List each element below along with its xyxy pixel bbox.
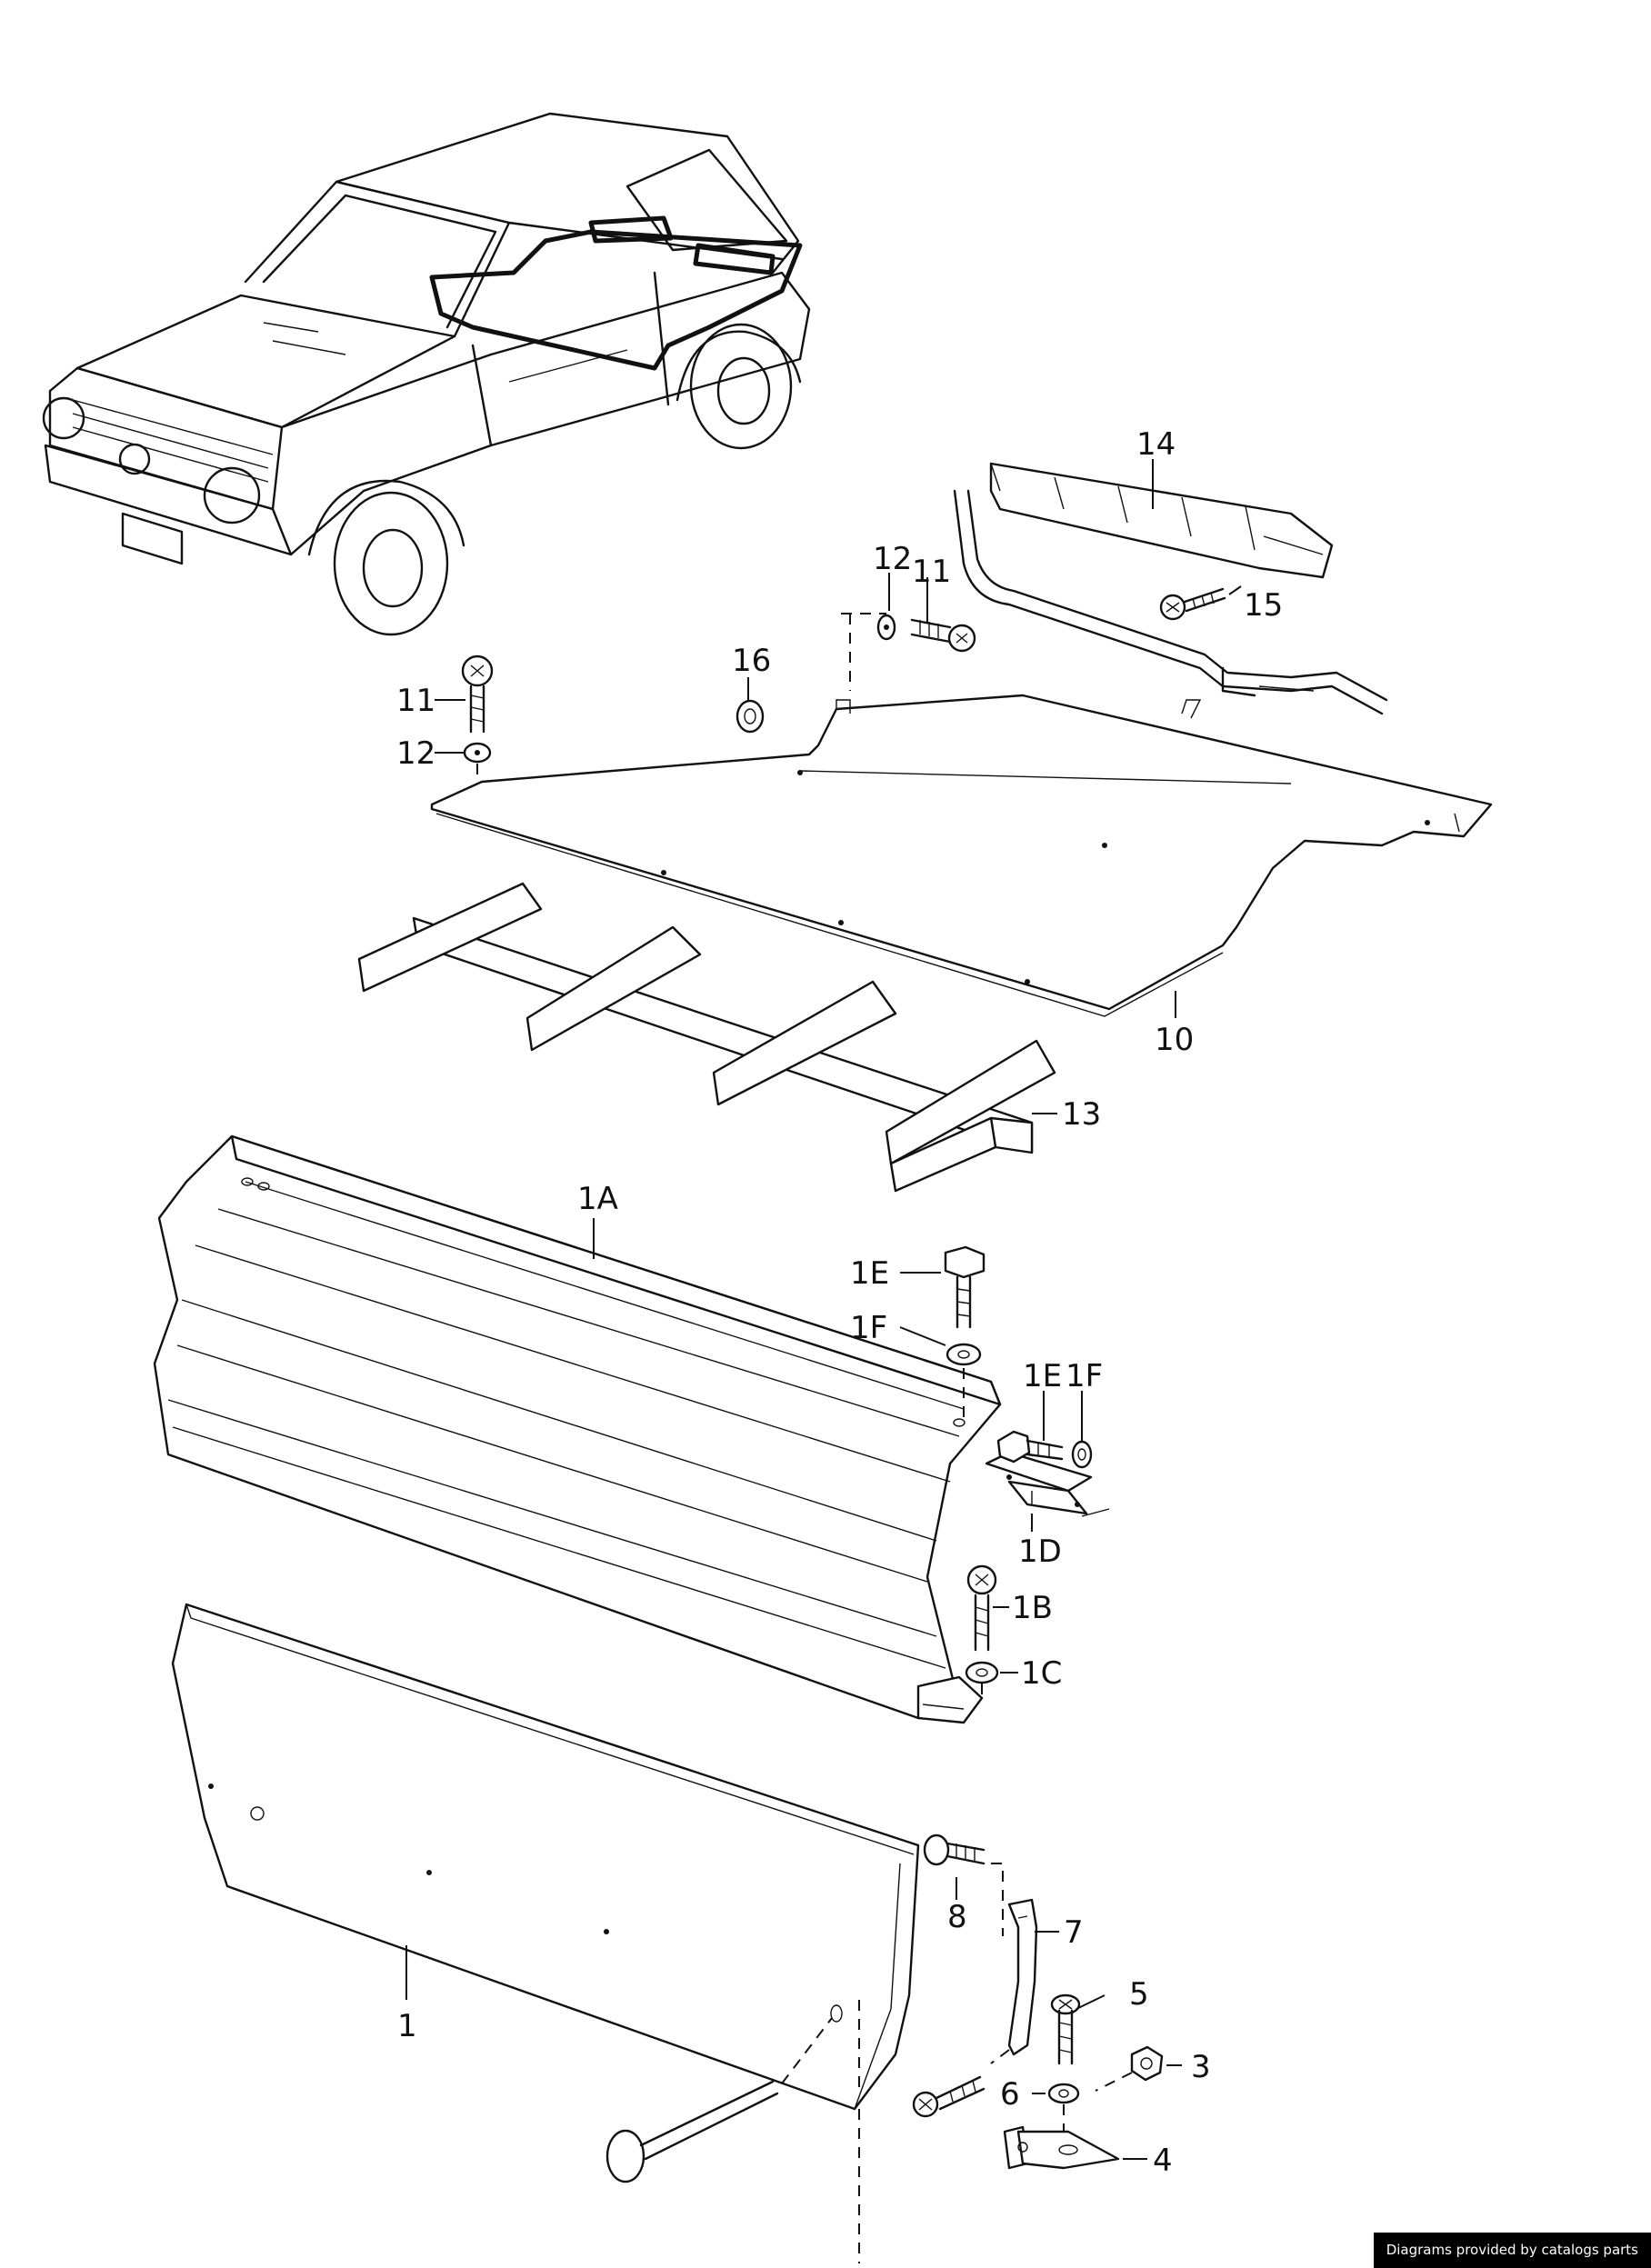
part-10-floor-panel <box>430 694 1493 1017</box>
part-1E-bolt-side <box>996 1430 1064 1464</box>
callout-8: 8 <box>947 1899 967 1935</box>
part-11-screw-upper <box>841 613 976 691</box>
part-1C-washer <box>965 1661 999 1700</box>
part-15-screw <box>1159 585 1242 621</box>
part-4-bracket <box>1003 2125 1120 2170</box>
callout-6: 6 <box>1000 2076 1020 2113</box>
part-13-support-frame <box>357 882 1056 1193</box>
callout-11-upper: 11 <box>912 554 951 590</box>
callout-1A: 1A <box>577 1181 618 1217</box>
callout-1E-top: 1E <box>850 1255 889 1292</box>
part-7-strip <box>990 1898 1038 2064</box>
callout-14: 14 <box>1136 426 1176 463</box>
long-bolt <box>605 2017 833 2183</box>
part-14-trim-strip <box>989 462 1334 579</box>
callout-5: 5 <box>1129 1976 1149 2013</box>
part-1-flat-panel <box>171 1603 920 2263</box>
callout-1D: 1D <box>1018 1534 1062 1570</box>
part-3-nut <box>1095 2045 1164 2092</box>
callout-13: 13 <box>1062 1096 1101 1133</box>
callout-15: 15 <box>1244 587 1283 624</box>
callout-10: 10 <box>1155 1022 1194 1058</box>
callout-1B: 1B <box>1012 1590 1053 1626</box>
credit-badge: Diagrams provided by catalogs parts <box>1373 2233 1651 2268</box>
leader-lines <box>405 459 1182 2160</box>
part-5-bolt <box>1050 1993 1081 2065</box>
callout-labels: 14 15 12 11 16 11 12 10 13 1A 1E 1F 1E 1… <box>396 426 1283 2179</box>
callout-3: 3 <box>1191 2049 1211 2085</box>
part-1B-screw <box>966 1564 997 1652</box>
callout-11-left: 11 <box>396 683 435 719</box>
part-11-screw-left <box>461 654 494 800</box>
part-6-washer <box>1047 2083 1080 2145</box>
callout-7: 7 <box>1064 1914 1084 1951</box>
part-1D-bracket <box>985 1451 1110 1517</box>
part-1E-bolt-top <box>944 1245 986 1329</box>
car-overview <box>42 112 811 636</box>
callout-1E-side: 1E <box>1023 1358 1062 1394</box>
part-1F-washer-top <box>946 1343 982 1418</box>
part-1F-washer-side <box>1071 1440 1093 1469</box>
part-8-screw <box>923 1833 1004 1936</box>
part-1A-corrugated-panel <box>153 1134 1002 1724</box>
callout-16: 16 <box>732 643 771 679</box>
callout-1F-side: 1F <box>1066 1358 1103 1394</box>
floor-sill-rail <box>953 489 1388 715</box>
callout-1: 1 <box>397 2008 417 2044</box>
callout-1F-top: 1F <box>850 1310 887 1346</box>
callout-1C: 1C <box>1021 1655 1062 1692</box>
callout-12-upper: 12 <box>873 541 912 577</box>
part-screw-lower <box>912 2075 986 2118</box>
part-16-grommet <box>735 699 765 734</box>
callout-12-left: 12 <box>396 735 435 772</box>
callout-4: 4 <box>1153 2143 1173 2179</box>
